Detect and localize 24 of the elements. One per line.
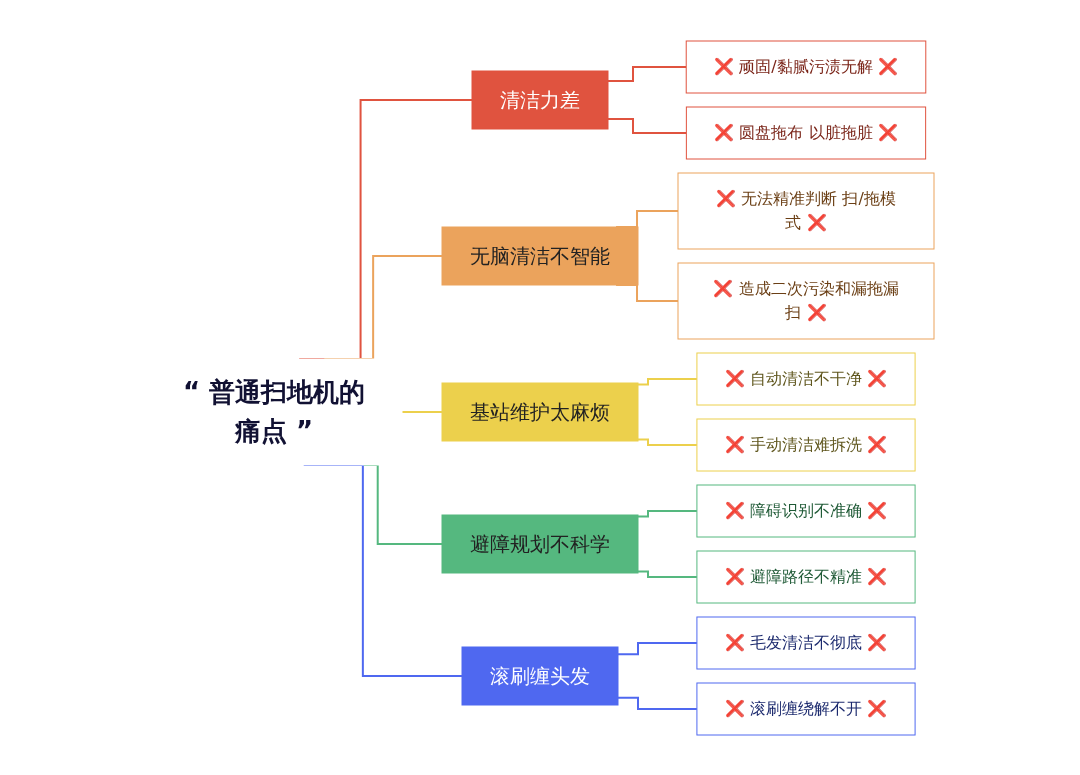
connector bbox=[637, 437, 698, 446]
node-box: 滚刷缠头发 bbox=[461, 646, 619, 705]
connector bbox=[607, 117, 688, 134]
connector bbox=[607, 65, 688, 82]
node-box: ❌ 造成二次污染和漏拖漏扫 ❌ bbox=[677, 262, 935, 339]
connector bbox=[617, 641, 698, 655]
connector bbox=[617, 696, 698, 710]
connector bbox=[401, 410, 443, 413]
connector bbox=[637, 509, 698, 518]
node-box: 清洁力差 bbox=[471, 70, 609, 129]
node-box: ❌ 自动清洁不干净 ❌ bbox=[696, 352, 916, 405]
node-box: ❌ 手动清洁难拆洗 ❌ bbox=[696, 418, 916, 471]
node-box: ❌ 避障路径不精准 ❌ bbox=[696, 550, 916, 603]
node-box: ❌ 无法精准判断 扫/拖模式 ❌ bbox=[677, 172, 935, 249]
node-box: ❌ 障碍识别不准确 ❌ bbox=[696, 484, 916, 537]
node-box: 基站维护太麻烦 bbox=[441, 382, 639, 441]
node-box: ❌ 圆盘拖布 以脏拖脏 ❌ bbox=[685, 106, 927, 159]
connector bbox=[637, 569, 698, 578]
node-box: 无脑清洁不智能 bbox=[441, 226, 639, 285]
node-box: 避障规划不科学 bbox=[441, 514, 639, 573]
node-box: ❌ 毛发清洁不彻底 ❌ bbox=[696, 616, 916, 669]
connector bbox=[637, 377, 698, 386]
node-box: ❌ 滚刷缠绕解不开 ❌ bbox=[696, 682, 916, 735]
node-box: ❌ 顽固/黏腻污渍无解 ❌ bbox=[685, 40, 927, 93]
